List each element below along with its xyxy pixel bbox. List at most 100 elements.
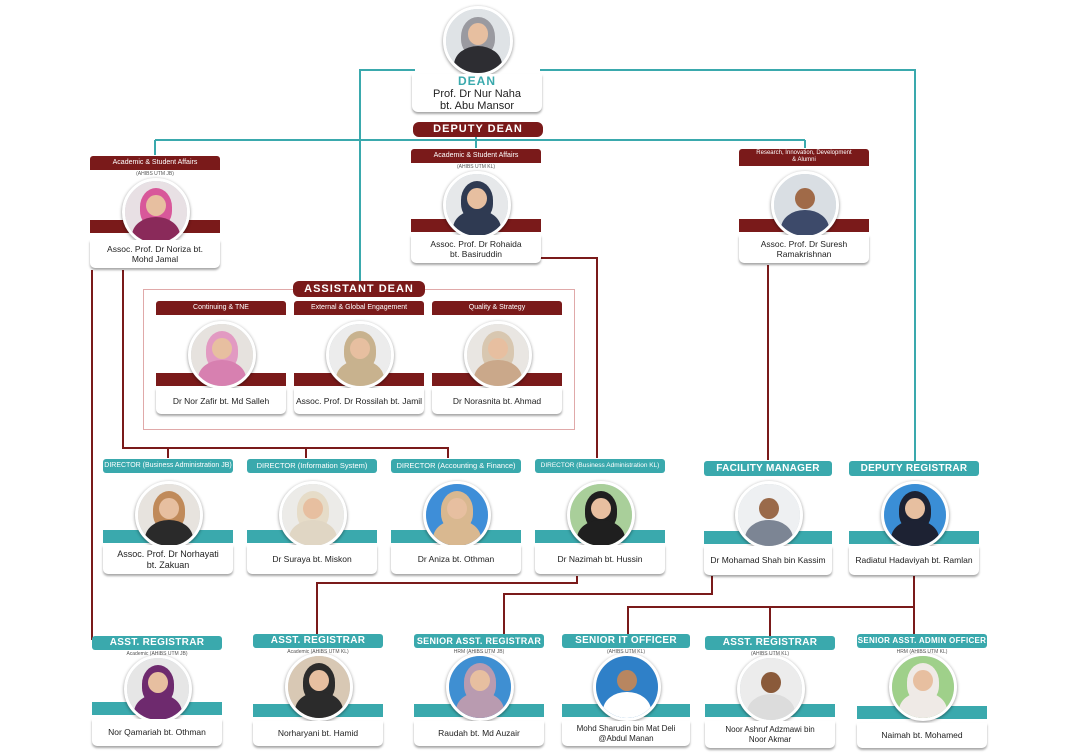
deputy-dean-research-role-line1: Research, Innovation, Development xyxy=(756,150,852,156)
director-ba-jb-name-line1: Assoc. Prof. Dr Norhayati xyxy=(117,549,219,559)
deputy-dean-jb-name-line1: Assoc. Prof. Dr Noriza bt. xyxy=(107,243,203,254)
staff-senior-asst-admin-officer-photo xyxy=(889,653,957,721)
director-is-name-line1: Dr Suraya bt. Miskon xyxy=(272,554,352,565)
dean-namebox: DEAN Prof. Dr Nur Naha bt. Abu Mansor xyxy=(412,74,542,112)
staff-senior-asst-registrar-namebox: Raudah bt. Md Auzair xyxy=(414,721,544,746)
director-is-namebox: Dr Suraya bt. Miskon xyxy=(247,545,377,574)
deputy-registrar-card[interactable]: DEPUTY REGISTRAR Radiatul Hadaviyah bt. … xyxy=(849,461,979,575)
deputy-dean-research-role-line2: & Alumni xyxy=(792,157,816,163)
staff-card-senior-asst-admin-officer[interactable]: SENIOR ASST. ADMIN OFFICER HRM (AHIBS UT… xyxy=(857,634,987,748)
assistant-dean-external-photo xyxy=(326,321,394,389)
staff-card-senior-it-officer[interactable]: SENIOR IT OFFICER (AHIBS UTM KL) Mohd Sh… xyxy=(562,634,690,746)
assistant-dean-external-name: Assoc. Prof. Dr Rossilah bt. Jamil xyxy=(295,395,423,406)
director-is-photo xyxy=(279,481,347,549)
staff-senior-asst-admin-officer-namebox: Naimah bt. Mohamed xyxy=(857,723,987,748)
staff-senior-asst-registrar-title: SENIOR ASST. REGISTRAR xyxy=(414,634,544,648)
connector-jb-deputy-to-directors xyxy=(122,270,449,458)
deputy-registrar-photo xyxy=(881,481,949,549)
deputy-dean-research-name-line1: Assoc. Prof. Dr Suresh xyxy=(760,238,848,249)
staff-senior-asst-registrar-photo xyxy=(446,653,514,721)
dean-card[interactable]: DEAN Prof. Dr Nur Naha bt. Abu Mansor xyxy=(412,6,542,112)
connector-facility-to-staff xyxy=(503,576,713,636)
staff-senior-it-officer-namebox: Mohd Sharudin bin Mat Deli @Abdul Manan xyxy=(562,721,690,746)
connector-dean-to-deputy-registrar xyxy=(540,69,916,462)
assistant-dean-external-role: External & Global Engagement xyxy=(294,301,424,315)
assistant-dean-label: ASSISTANT DEAN xyxy=(293,281,425,297)
connector-deputy-registrar-to-staff xyxy=(627,576,915,636)
staff-asst-registrar-jb-title: ASST. REGISTRAR xyxy=(92,636,222,650)
director-card-is[interactable]: DIRECTOR (Information System) Dr Suraya … xyxy=(247,459,377,574)
assistant-dean-tne-photo xyxy=(188,321,256,389)
dean-photo xyxy=(443,6,513,76)
deputy-dean-jb-name-line2: Mohd Jamal xyxy=(131,254,179,264)
director-ba-jb-name-line2: bt. Zakuan xyxy=(146,559,190,570)
director-card-ba-jb[interactable]: DIRECTOR (Business Administration JB) As… xyxy=(103,459,233,574)
dean-name-line2: bt. Abu Mansor xyxy=(440,99,514,112)
staff-senior-asst-admin-officer-sub: HRM (AHIBS UTM KL) xyxy=(896,649,948,655)
staff-card-asst-registrar-kl[interactable]: ASST. REGISTRAR (AHIBS UTM KL) Noor Ashr… xyxy=(705,636,835,748)
staff-asst-registrar-jb-photo xyxy=(124,655,192,723)
deputy-dean-kl-photo xyxy=(443,171,511,239)
deputy-dean-card-jb[interactable]: Academic & Student Affairs (AHIBS UTM JB… xyxy=(90,156,220,270)
director-card-ba-kl[interactable]: DIRECTOR (Business Administration KL) Dr… xyxy=(535,459,665,574)
director-af-name-line1: Dr Aniza bt. Othman xyxy=(417,554,495,565)
facility-manager-namebox: Dr Mohamad Shah bin Kassim xyxy=(704,546,832,575)
assistant-dean-tne-role: Continuing & TNE xyxy=(156,301,286,315)
deputy-dean-research-role: Research, Innovation, Development & Alum… xyxy=(739,149,869,166)
assistant-dean-external-namebox: Assoc. Prof. Dr Rossilah bt. Jamil xyxy=(294,388,424,414)
staff-asst-registrar-kl-academic-title: ASST. REGISTRAR xyxy=(253,634,383,648)
deputy-dean-jb-namebox: Assoc. Prof. Dr Noriza bt. Mohd Jamal xyxy=(90,240,220,268)
assistant-dean-card-tne[interactable]: Continuing & TNE Dr Nor Zafir bt. Md Sal… xyxy=(156,301,286,415)
staff-asst-registrar-kl-academic-namebox: Norharyani bt. Hamid xyxy=(253,721,383,746)
director-af-photo xyxy=(423,481,491,549)
assistant-dean-tne-namebox: Dr Nor Zafir bt. Md Salleh xyxy=(156,388,286,414)
deputy-dean-research-name-line2: Ramakrishnan xyxy=(776,249,832,259)
director-ba-kl-photo xyxy=(567,481,635,549)
connector-director-kl-to-staff xyxy=(316,576,578,636)
deputy-dean-jb-campus: (AHIBS UTM JB) xyxy=(136,171,174,177)
director-ba-jb-namebox: Assoc. Prof. Dr Norhayati bt. Zakuan xyxy=(103,545,233,574)
staff-card-senior-asst-registrar[interactable]: SENIOR ASST. REGISTRAR HRM (AHIBS UTM JB… xyxy=(414,634,544,746)
staff-asst-registrar-kl-title: ASST. REGISTRAR xyxy=(705,636,835,650)
deputy-dean-card-kl[interactable]: Academic & Student Affairs (AHIBS UTM KL… xyxy=(411,149,541,263)
staff-card-asst-registrar-kl-academic[interactable]: ASST. REGISTRAR Academic (AHIBS UTM KL) … xyxy=(253,634,383,746)
director-card-af[interactable]: DIRECTOR (Accounting & Finance) Dr Aniza… xyxy=(391,459,521,574)
director-ba-kl-title: DIRECTOR (Business Administration KL) xyxy=(535,459,665,473)
assistant-dean-quality-name: Dr Norasnita bt. Ahmad xyxy=(452,395,542,406)
staff-senior-it-officer-title: SENIOR IT OFFICER xyxy=(562,634,690,648)
assistant-dean-quality-role: Quality & Strategy xyxy=(432,301,562,315)
staff-asst-registrar-kl-academic-sub: Academic (AHIBS UTM KL) xyxy=(287,649,349,655)
assistant-dean-quality-namebox: Dr Norasnita bt. Ahmad xyxy=(432,388,562,414)
staff-senior-it-officer-name-line2: @Abdul Manan xyxy=(598,733,654,743)
staff-asst-registrar-kl-name-line2: Noor Akmar xyxy=(748,734,792,744)
director-ba-jb-title: DIRECTOR (Business Administration JB) xyxy=(103,459,233,473)
director-is-title: DIRECTOR (Information System) xyxy=(247,459,377,473)
facility-manager-card[interactable]: FACILITY MANAGER Dr Mohamad Shah bin Kas… xyxy=(704,461,832,575)
staff-senior-asst-admin-officer-title: SENIOR ASST. ADMIN OFFICER xyxy=(857,634,987,648)
deputy-dean-kl-name-line1: Assoc. Prof. Dr Rohaida xyxy=(430,238,522,249)
dean-name-line1: Prof. Dr Nur Naha xyxy=(432,87,522,100)
connector-kl-deputy-to-director-kl xyxy=(540,257,598,458)
director-af-title: DIRECTOR (Accounting & Finance) xyxy=(391,459,521,473)
facility-manager-name: Dr Mohamad Shah bin Kassim xyxy=(710,555,826,566)
director-ba-kl-name-line1: Dr Nazimah bt. Hussin xyxy=(557,554,643,565)
deputy-dean-jb-role: Academic & Student Affairs xyxy=(90,156,220,170)
staff-asst-registrar-jb-name-line1: Nor Qamariah bt. Othman xyxy=(108,727,206,738)
staff-asst-registrar-jb-sub: Academic (AHIBS UTM JB) xyxy=(126,651,188,657)
connector-dean-to-assistant-dean xyxy=(359,69,415,282)
staff-card-asst-registrar-jb[interactable]: ASST. REGISTRAR Academic (AHIBS UTM JB) … xyxy=(92,636,222,748)
deputy-dean-research-namebox: Assoc. Prof. Dr Suresh Ramakrishnan xyxy=(739,235,869,263)
staff-asst-registrar-kl-photo xyxy=(737,655,805,723)
dean-title: DEAN xyxy=(457,73,496,88)
deputy-dean-kl-role: Academic & Student Affairs xyxy=(411,149,541,163)
assistant-dean-tne-name: Dr Nor Zafir bt. Md Salleh xyxy=(172,395,270,406)
deputy-registrar-namebox: Radiatul Hadaviyah bt. Ramlan xyxy=(849,546,979,575)
deputy-dean-kl-campus: (AHIBS UTM KL) xyxy=(456,164,496,170)
staff-asst-registrar-kl-namebox: Noor Ashruf Adzmawi bin Noor Akmar xyxy=(705,721,835,748)
staff-senior-asst-admin-officer-name-line1: Naimah bt. Mohamed xyxy=(881,730,963,741)
deputy-dean-label: DEPUTY DEAN xyxy=(413,122,543,137)
assistant-dean-card-external[interactable]: External & Global Engagement Assoc. Prof… xyxy=(294,301,424,415)
deputy-dean-card-research[interactable]: Research, Innovation, Development & Alum… xyxy=(739,149,869,263)
assistant-dean-card-quality[interactable]: Quality & Strategy Dr Norasnita bt. Ahma… xyxy=(432,301,562,415)
